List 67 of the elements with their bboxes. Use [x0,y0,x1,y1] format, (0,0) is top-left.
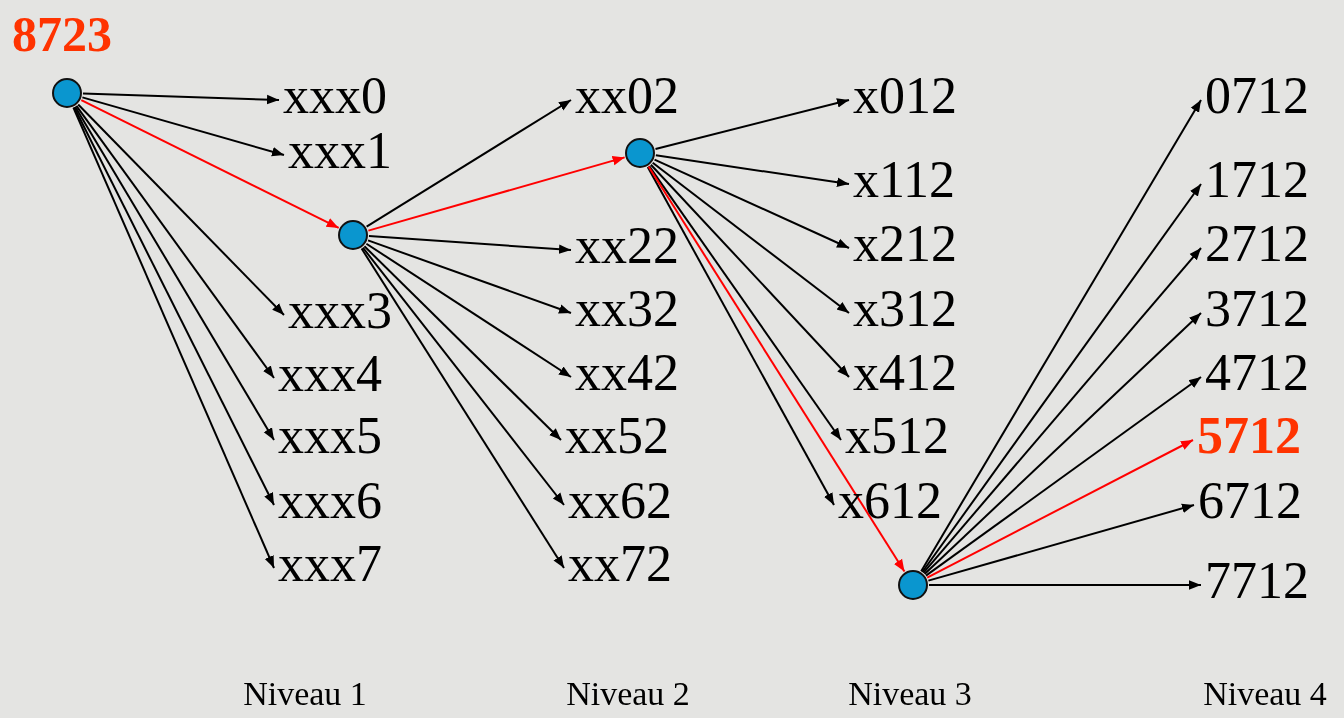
level-label: Niveau 4 [1203,676,1327,712]
node-label: xxx3 [288,285,392,337]
arrow [922,247,1202,574]
arrow [653,158,850,249]
node-label: xxx6 [278,475,382,527]
arrow [75,104,275,379]
node-label: x312 [853,283,957,335]
arrow [928,580,1202,590]
arrow [367,156,626,232]
node-label: xx32 [575,283,679,335]
node-label: 1712 [1205,154,1309,206]
arrow [924,376,1202,577]
node-label: x412 [853,347,957,399]
node-label: xxx5 [278,410,382,462]
node-label: x012 [853,70,957,122]
node-label: xxx0 [283,70,387,122]
arrow [81,96,285,157]
arrow [363,245,562,441]
node-label: xxx4 [278,348,382,400]
node-label: 7712 [1205,555,1309,607]
search-node-circle [898,570,928,600]
node-label: 2712 [1205,218,1309,270]
arrow [923,312,1202,575]
node-label: 4712 [1205,347,1309,399]
arrow [82,92,280,105]
arrow [651,161,850,314]
arrow [654,154,850,187]
arrow [648,165,842,441]
arrow [927,503,1195,582]
node-label: xx22 [575,220,679,272]
arrow [920,99,1202,573]
search-node-circle [625,138,655,168]
arrow [654,98,850,151]
arrow [367,235,572,254]
node-label: xx62 [568,475,672,527]
level-label: Niveau 2 [566,676,690,712]
node-label: 0712 [1205,70,1309,122]
node-label: x112 [853,154,956,206]
highlighted-node-label: 5712 [1197,410,1301,462]
node-label: 3712 [1205,283,1309,335]
arrow [361,246,565,506]
start-value-label: 8723 [12,9,112,59]
arrow [360,247,565,569]
search-node-circle [338,220,368,250]
arrow [921,183,1202,573]
node-label: x512 [845,410,949,462]
level-label: Niveau 3 [848,676,972,712]
arrow [647,165,906,573]
arrow [365,242,572,378]
node-label: xx42 [575,347,679,399]
arrow [77,103,285,316]
search-node-circle [52,78,82,108]
node-label: x212 [853,218,957,270]
level-label: Niveau 1 [243,676,367,712]
node-label: xx52 [565,410,669,462]
arrow [367,239,572,314]
arrow [74,105,275,441]
node-label: xxx1 [288,125,392,177]
node-label: xxx7 [278,538,382,590]
arrow [365,99,572,228]
arrow [80,99,340,229]
node-label: xx72 [568,538,672,590]
arrow [649,163,850,378]
node-label: xx02 [575,70,679,122]
node-label: 6712 [1198,475,1302,527]
arrow [926,439,1194,579]
arrow [646,166,835,506]
